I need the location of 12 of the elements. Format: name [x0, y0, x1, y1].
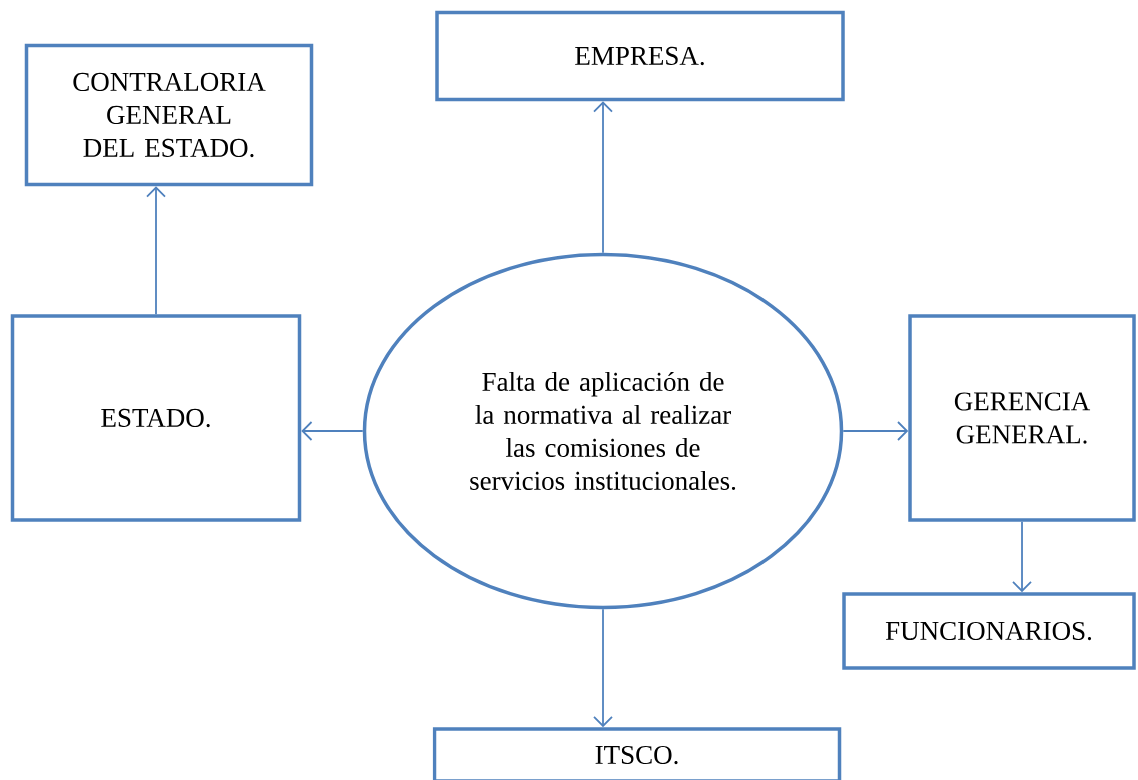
process-box: FUNCIONARIOS.	[842, 592, 1136, 670]
arrow	[593, 608, 613, 728]
process-box: ITSCO.	[432, 727, 842, 780]
process-box: ESTADO.	[10, 314, 302, 522]
process-box: GERENCIA GENERAL.	[908, 314, 1136, 522]
process-box: CONTRALORIA GENERAL DEL ESTADO.	[24, 43, 314, 187]
arrow	[1012, 520, 1032, 593]
arrow	[842, 421, 909, 441]
arrow	[301, 421, 364, 441]
arrow	[593, 101, 613, 254]
arrow	[146, 186, 166, 316]
process-box: EMPRESA.	[435, 10, 845, 102]
